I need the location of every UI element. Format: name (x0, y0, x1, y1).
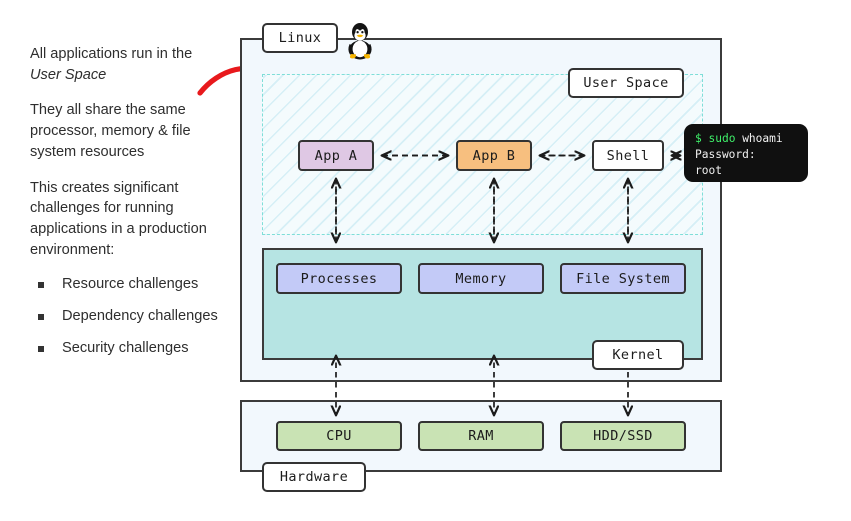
terminal-prompt-sign: $ (695, 132, 702, 145)
challenge-label: Dependency challenges (62, 308, 218, 325)
node-ram[interactable]: RAM (418, 421, 544, 451)
node-processes[interactable]: Processes (276, 263, 402, 294)
square-bullet-icon (38, 314, 44, 321)
list-item: Resource challenges (30, 275, 226, 294)
paragraph-1-the: the (171, 46, 193, 62)
node-cpu[interactable]: CPU (276, 421, 402, 451)
paragraph-1-lead: All applications run in (30, 46, 168, 62)
terminal-window[interactable]: $ sudo whoami Password: root (684, 124, 808, 182)
node-app-b[interactable]: App B (456, 140, 532, 171)
terminal-line-password: Password: (695, 147, 756, 161)
node-shell[interactable]: Shell (592, 140, 664, 171)
linux-label: Linux (262, 23, 338, 53)
challenge-list: Resource challenges Dependency challenge… (30, 275, 226, 358)
explanation-panel: All applications run in the User Space T… (30, 44, 226, 371)
node-app-a[interactable]: App A (298, 140, 374, 171)
challenge-label: Resource challenges (62, 276, 199, 293)
hardware-label: Hardware (262, 462, 366, 492)
terminal-line-output: root (695, 163, 722, 177)
paragraph-shared-resources: They all share the same processor, memor… (30, 102, 191, 160)
node-file-system[interactable]: File System (560, 263, 686, 294)
node-hdd-ssd[interactable]: HDD/SSD (560, 421, 686, 451)
square-bullet-icon (38, 282, 44, 289)
square-bullet-icon (38, 346, 44, 353)
paragraph-user-space: All applications run in the User Space (30, 44, 226, 85)
paragraph-challenges-intro: This creates significant challenges for … (30, 179, 207, 258)
tux-penguin-icon (348, 23, 372, 60)
terminal-command-keyword: sudo (708, 132, 736, 145)
list-item: Dependency challenges (30, 307, 226, 326)
node-memory[interactable]: Memory (418, 263, 544, 294)
kernel-label: Kernel (592, 340, 684, 370)
list-item: Security challenges (30, 339, 226, 358)
terminal-command-arg: whoami (735, 132, 783, 145)
challenge-label: Security challenges (62, 340, 189, 357)
user-space-label: User Space (568, 68, 684, 98)
paragraph-1-emphasis: User Space (30, 66, 107, 83)
terminal-line-command: $ sudo whoami (695, 131, 798, 147)
